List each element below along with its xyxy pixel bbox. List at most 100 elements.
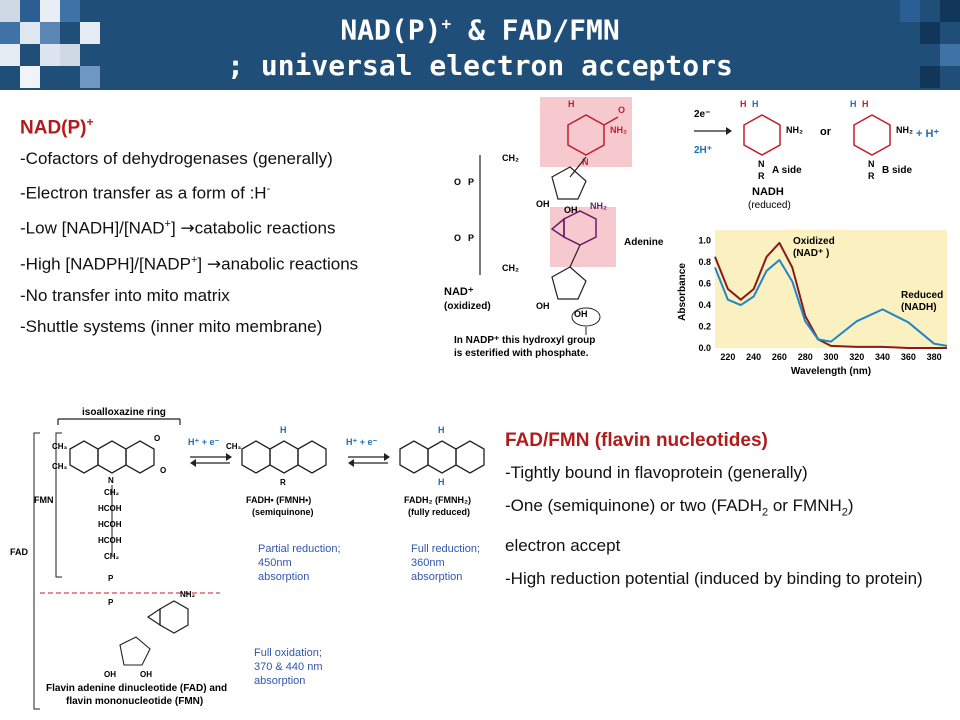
nad-bullet: -High [NADPH]/[NADP+] →anabolic reaction… <box>20 253 359 275</box>
decor-tile <box>20 66 40 88</box>
fad-heading: FAD/FMN (flavin nucleotides) <box>505 430 768 451</box>
x-tick-label: 220 <box>720 352 735 362</box>
decor-tile <box>940 0 960 22</box>
x-tick-label: 280 <box>798 352 813 362</box>
decor-tile <box>0 44 20 66</box>
x-tick-label: 320 <box>849 352 864 362</box>
hcoh-label: HCOH <box>98 504 122 513</box>
nadp-note: In NADP⁺ this hydroxyl group <box>454 335 595 346</box>
x-tick-label: 300 <box>823 352 838 362</box>
nadh-ring-b <box>853 114 891 156</box>
ch2-label: CH₂ <box>104 488 120 497</box>
nad-bullet: -Low [NADH]/[NAD+] →catabolic reactions <box>20 217 336 239</box>
oh-label: OH <box>140 670 152 679</box>
h-label: H <box>752 99 759 109</box>
nad-bullet: -No transfer into mito matrix <box>20 286 230 306</box>
h-label: H <box>280 425 287 435</box>
semiquinone-ring <box>241 440 271 474</box>
nad-bullet: -Cofactors of dehydrogenases (generally) <box>20 149 333 169</box>
h-label: H <box>438 477 445 487</box>
legend-reduced-sub: (NADH) <box>901 302 937 313</box>
hcoh-label: HCOH <box>98 520 122 529</box>
fad-label: FAD <box>10 547 29 557</box>
semiquinone-sub-label: (semiquinone) <box>252 507 314 517</box>
h-label: H <box>862 99 869 109</box>
r-label: R <box>758 171 765 181</box>
decor-tile <box>60 0 80 22</box>
fully-reduced-label: FADH₂ (FMNH₂) <box>404 495 471 505</box>
fully-reduced-sub-label: (fully reduced) <box>408 507 470 517</box>
o-label: O <box>618 105 625 115</box>
y-tick-label: 0.8 <box>698 257 711 267</box>
ch3-label: CH₃ <box>52 462 68 471</box>
decor-tile <box>40 22 60 44</box>
ribose-ring <box>551 166 587 200</box>
o-label: O <box>160 466 166 475</box>
oh-label: OH <box>574 309 588 319</box>
series-line-oxidized <box>714 241 947 349</box>
nicotinamide-ring <box>567 114 605 156</box>
y-axis: 0.00.20.40.60.81.0 <box>698 236 711 353</box>
electron-label: 2e⁻ <box>694 109 710 120</box>
oh-label: OH <box>564 205 578 215</box>
series-line-reduced <box>714 259 948 347</box>
flavin-caption: Flavin adenine dinucleotide (FAD) and <box>46 683 227 694</box>
x-axis-label: Wavelength (nm) <box>791 366 871 377</box>
nad-sub-label: (oxidized) <box>444 301 491 312</box>
fad-bullet: -Tightly bound in flavoprotein (generall… <box>505 463 808 482</box>
x-tick-label: 380 <box>927 352 942 362</box>
decor-tile <box>40 0 60 22</box>
decor-tile <box>20 0 40 22</box>
h-label: H <box>740 99 747 109</box>
fad-bullet: -One (semiquinone) or two (FADH2 or FMNH… <box>505 496 854 519</box>
adenine-highlight <box>550 207 616 267</box>
legend-reduced: Reduced <box>901 290 943 301</box>
h-label: H <box>568 99 575 109</box>
nh2-label: NH₂ <box>180 590 196 599</box>
y-tick-label: 0.2 <box>698 322 711 332</box>
arrow-icon: → <box>180 218 195 239</box>
p-label: P <box>468 177 474 187</box>
o-label: O <box>454 177 461 187</box>
n-label: N <box>868 159 875 169</box>
decor-tile <box>940 44 960 66</box>
n-label: N <box>582 157 589 167</box>
nh2-label: NH₂ <box>590 201 607 211</box>
nh2-label: NH₂ <box>610 125 627 135</box>
decor-tile <box>20 22 40 44</box>
decor-tile <box>60 44 80 66</box>
p-label: P <box>108 574 114 583</box>
nh2-label: NH₂ <box>786 125 803 135</box>
nadh-sub-label: (reduced) <box>748 200 791 211</box>
or-label: or <box>820 126 832 138</box>
reduction-step-label: H⁺ + e⁻ <box>346 437 378 447</box>
x-tick-label: 340 <box>875 352 890 362</box>
x-tick-label: 240 <box>746 352 761 362</box>
ch3-label: CH₃ <box>226 442 242 451</box>
r-label: R <box>868 171 875 181</box>
plus-h-label: + H⁺ <box>916 128 939 140</box>
adenine-ring <box>159 600 189 634</box>
proton-label: 2H⁺ <box>694 145 712 156</box>
nadh-label: NADH <box>752 186 784 198</box>
legend-oxidized-sub: (NAD⁺ ) <box>793 248 829 259</box>
nadh-reduction-figure: 2e⁻ 2H⁺ H H NH₂ N R A side or H H NH₂ N … <box>694 99 939 211</box>
y-tick-label: 0.4 <box>698 300 711 310</box>
decor-tile <box>80 66 100 88</box>
nad-bullet: -Shuttle systems (inner mito membrane) <box>20 317 323 337</box>
h-label: H <box>850 99 857 109</box>
fad-text-block: FAD/FMN (flavin nucleotides) -Tightly bo… <box>505 430 945 595</box>
isoalloxazine-label: isoalloxazine ring <box>82 407 166 418</box>
x-tick-label: 260 <box>772 352 787 362</box>
nad-label: NAD⁺ <box>444 286 474 298</box>
decor-tile <box>0 0 20 22</box>
plot-background <box>715 230 947 348</box>
reduced-flavin-ring <box>399 440 429 474</box>
flavin-caption: flavin mononucleotide (FMN) <box>66 696 203 707</box>
ribose-ring <box>551 266 587 300</box>
oh-label: OH <box>536 301 550 311</box>
oh-label: OH <box>536 199 550 209</box>
